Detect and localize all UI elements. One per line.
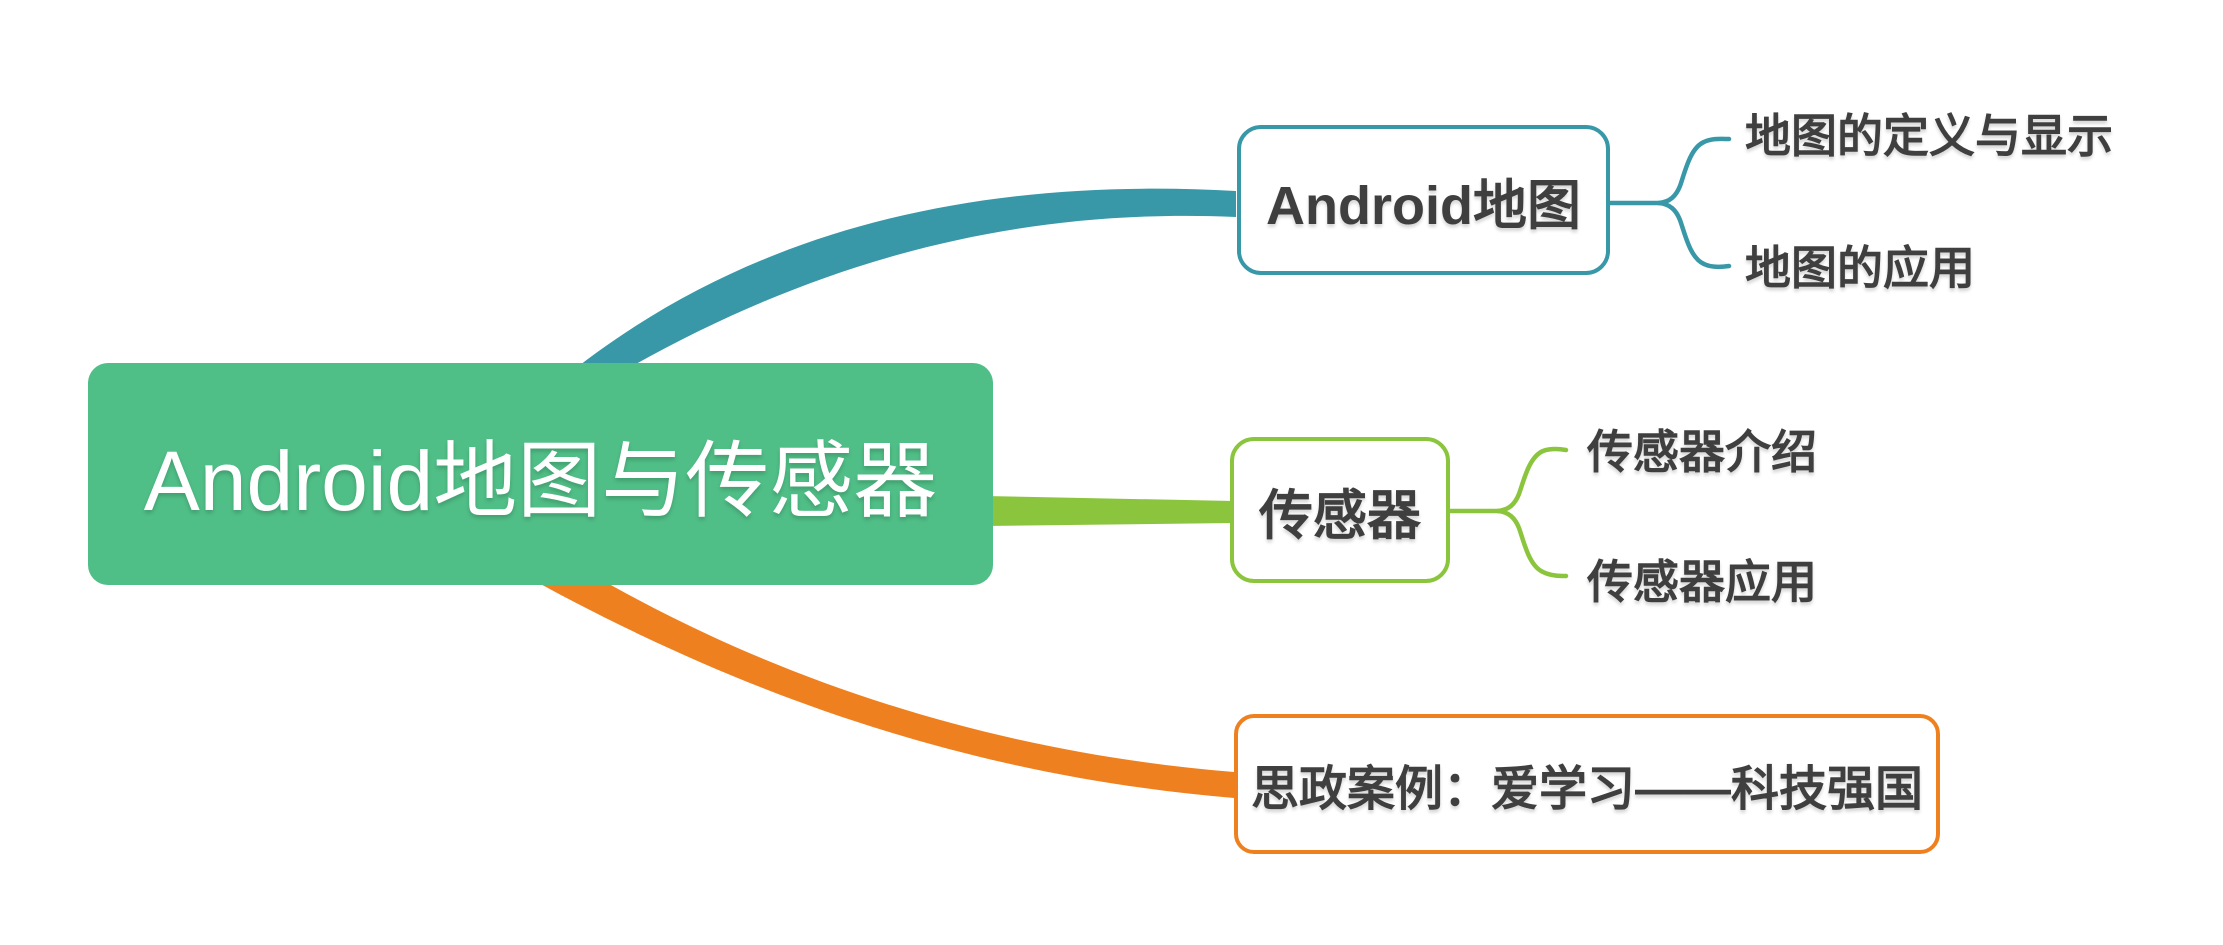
branch-curve-android-map bbox=[470, 188, 1236, 471]
topic-node-civic-case[interactable]: 思政案例：爱学习——科技强国 bbox=[1234, 714, 1940, 854]
topic-node-sensor[interactable]: 传感器 bbox=[1230, 437, 1450, 583]
branch-line-sensor bbox=[985, 496, 1234, 526]
topic-label-android-map: Android地图 bbox=[1266, 175, 1581, 236]
topic-node-android-map[interactable]: Android地图 bbox=[1237, 125, 1610, 275]
fork-lower-sensor bbox=[1495, 508, 1569, 579]
fork-upper-android-map bbox=[1656, 136, 1732, 206]
leaf-topic-sensor-intro[interactable]: 传感器介绍 bbox=[1587, 426, 1817, 478]
branch-curve-civic-case bbox=[515, 555, 1234, 798]
topic-label-sensor: 传感器 bbox=[1259, 485, 1421, 546]
central-topic-node[interactable]: Android地图与传感器 bbox=[88, 363, 993, 585]
leaf-topic-map-application[interactable]: 地图的应用 bbox=[1745, 242, 1975, 294]
fork-lower-android-map bbox=[1656, 200, 1732, 270]
central-topic-label: Android地图与传感器 bbox=[143, 433, 938, 528]
leaf-topic-sensor-application[interactable]: 传感器应用 bbox=[1587, 556, 1817, 608]
leaf-topic-map-definition[interactable]: 地图的定义与显示 bbox=[1745, 110, 2113, 162]
topic-label-civic-case: 思政案例：爱学习——科技强国 bbox=[1250, 763, 1923, 816]
fork-upper-sensor bbox=[1495, 446, 1569, 514]
